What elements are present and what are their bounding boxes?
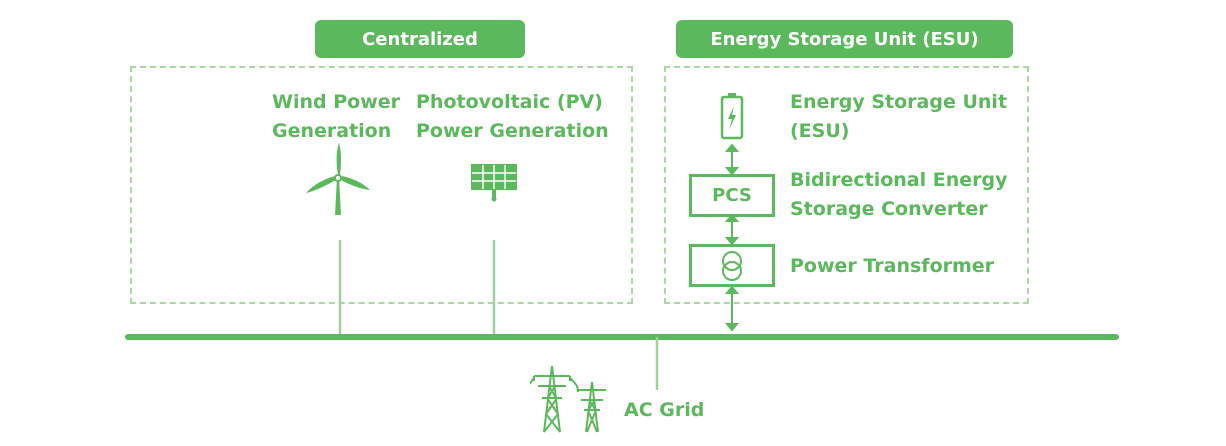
transformer-icon	[722, 250, 742, 281]
pv-label: Photovoltaic (PV) Power Generation	[416, 91, 609, 142]
esu-pcs-arrow	[724, 143, 740, 176]
centralized-group	[130, 66, 633, 304]
battery-icon	[720, 93, 744, 140]
ac-grid-label: AC Grid	[624, 399, 705, 421]
esu-tab: Energy Storage Unit (ESU)	[676, 20, 1013, 58]
centralized-title: Centralized	[362, 28, 478, 50]
transmission-tower-icon	[530, 365, 606, 433]
transformer-box	[689, 244, 775, 287]
wind-turbine-icon	[306, 143, 370, 215]
solar-panel-icon	[471, 164, 517, 202]
pcs-box-label: PCS	[712, 185, 752, 206]
centralized-tab: Centralized	[315, 20, 525, 58]
wind-label: Wind Power Generation	[272, 91, 400, 142]
esu-section-title: Energy Storage Unit (ESU)	[710, 28, 979, 50]
pcs-box: PCS	[689, 174, 775, 217]
transformer-bus-arrow	[724, 285, 740, 332]
transformer-label: Power Transformer	[790, 255, 995, 277]
esu-label: Energy Storage Unit (ESU)	[790, 91, 1008, 142]
pcs-label: Bidirectional Energy Storage Converter	[790, 169, 1008, 220]
esu-group	[664, 66, 1029, 304]
pcs-transformer-arrow	[724, 213, 740, 246]
